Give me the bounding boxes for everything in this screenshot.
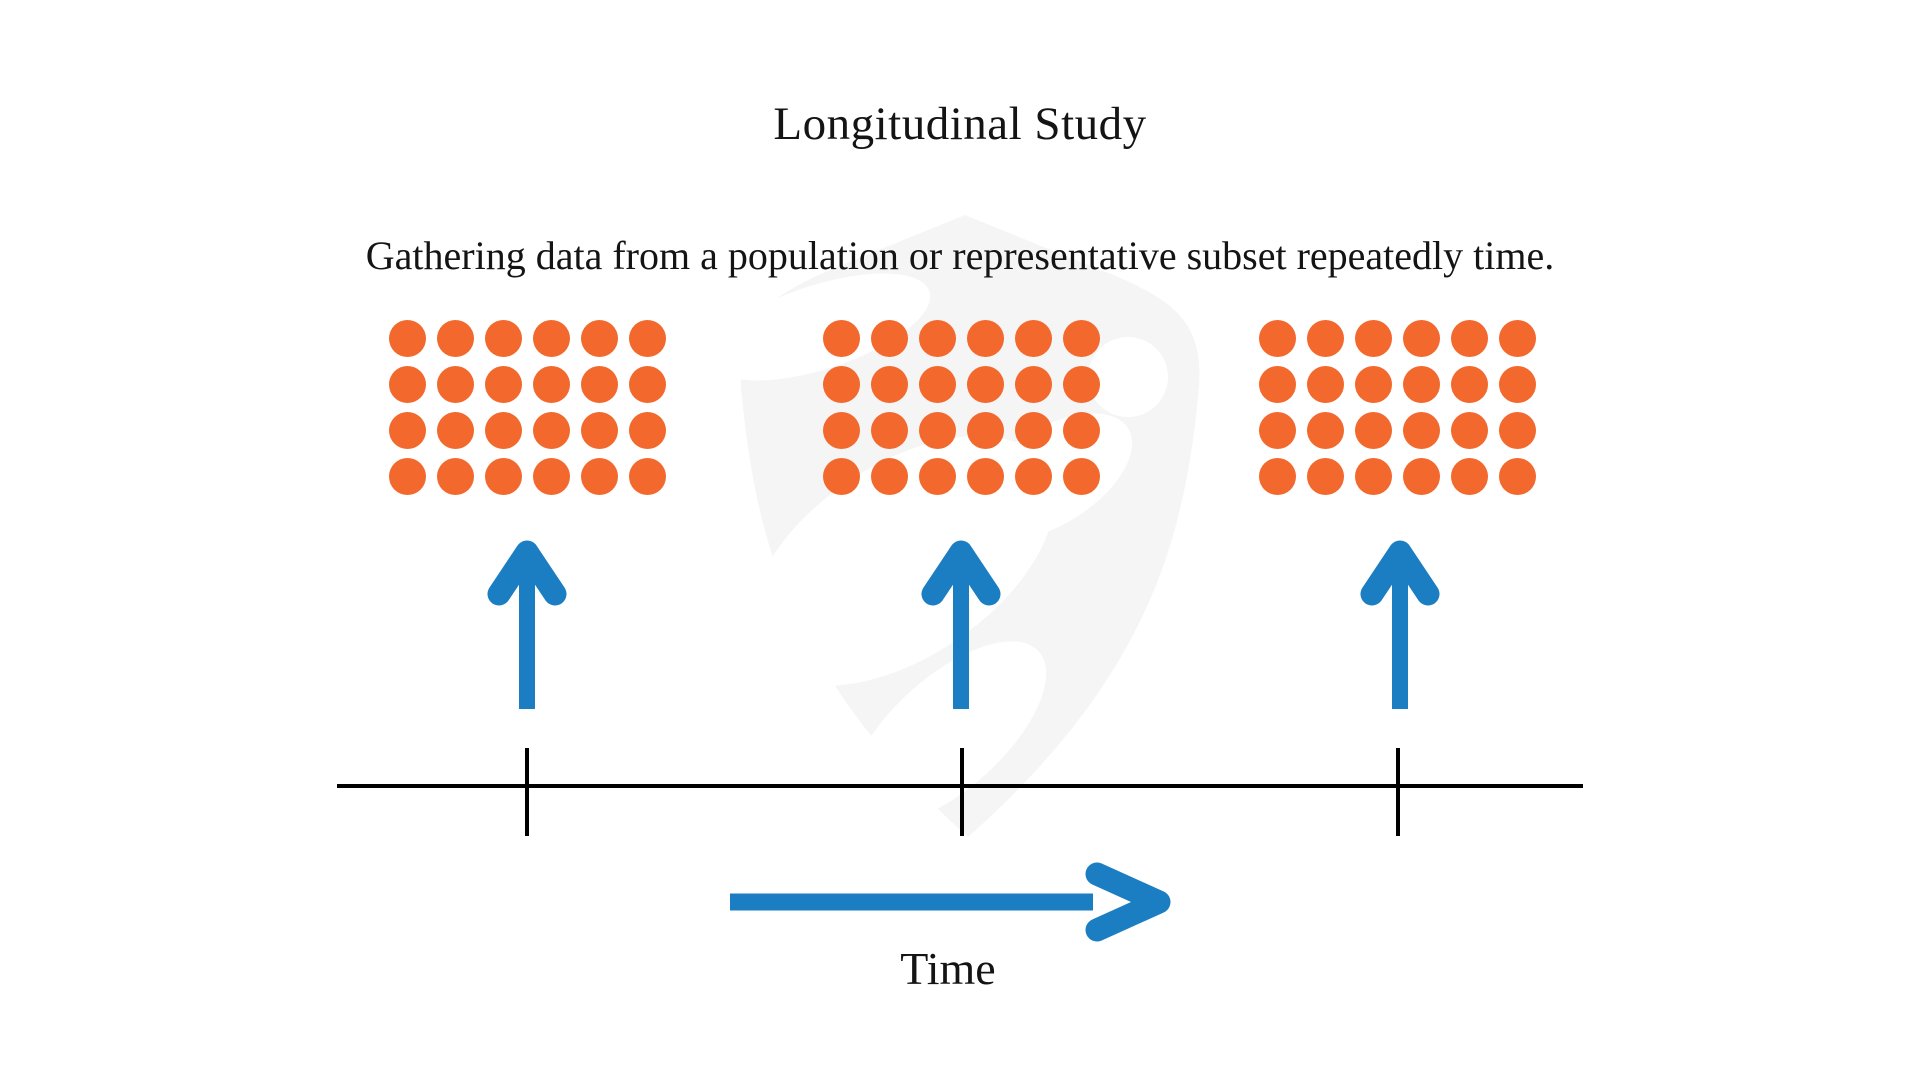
person-dot — [1259, 412, 1296, 449]
person-dot — [1063, 412, 1100, 449]
person-dot — [1403, 412, 1440, 449]
person-dot — [1451, 366, 1488, 403]
person-dot — [485, 412, 522, 449]
person-dot — [919, 366, 956, 403]
person-dot — [629, 412, 666, 449]
person-dot — [485, 320, 522, 357]
person-dot — [437, 366, 474, 403]
person-dot — [1307, 320, 1344, 357]
person-dot — [1259, 458, 1296, 495]
person-dot — [871, 458, 908, 495]
person-dot — [533, 412, 570, 449]
person-dot — [533, 366, 570, 403]
person-dot — [437, 320, 474, 357]
person-dot — [389, 366, 426, 403]
person-dot — [1063, 366, 1100, 403]
person-dot — [1355, 320, 1392, 357]
person-dot — [1259, 366, 1296, 403]
population-dot-grid-3 — [1259, 320, 1536, 495]
person-dot — [533, 458, 570, 495]
person-dot — [437, 458, 474, 495]
person-dot — [1451, 320, 1488, 357]
person-dot — [581, 458, 618, 495]
person-dot — [1355, 366, 1392, 403]
page-title: Longitudinal Study — [773, 98, 1147, 150]
person-dot — [1451, 458, 1488, 495]
sampling-arrow-up-2 — [921, 540, 1001, 709]
person-dot — [437, 412, 474, 449]
person-dot — [1015, 412, 1052, 449]
person-dot — [1355, 412, 1392, 449]
person-dot — [871, 366, 908, 403]
person-dot — [967, 366, 1004, 403]
person-dot — [823, 366, 860, 403]
person-dot — [1499, 412, 1536, 449]
person-dot — [581, 366, 618, 403]
person-dot — [1499, 458, 1536, 495]
person-dot — [629, 458, 666, 495]
person-dot — [871, 412, 908, 449]
person-dot — [1307, 412, 1344, 449]
person-dot — [1451, 412, 1488, 449]
person-dot — [1063, 320, 1100, 357]
person-dot — [1259, 320, 1296, 357]
population-dot-grid-1 — [389, 320, 666, 495]
timeline-tick-3 — [1396, 748, 1400, 836]
person-dot — [1015, 458, 1052, 495]
person-dot — [1063, 458, 1100, 495]
person-dot — [823, 320, 860, 357]
person-dot — [389, 412, 426, 449]
person-dot — [919, 412, 956, 449]
sampling-arrow-up-1 — [487, 540, 567, 709]
person-dot — [1403, 366, 1440, 403]
person-dot — [967, 320, 1004, 357]
person-dot — [533, 320, 570, 357]
person-dot — [871, 320, 908, 357]
person-dot — [485, 458, 522, 495]
timeline-tick-2 — [960, 748, 964, 836]
person-dot — [1499, 366, 1536, 403]
person-dot — [1307, 366, 1344, 403]
timeline-tick-1 — [525, 748, 529, 836]
person-dot — [919, 320, 956, 357]
person-dot — [919, 458, 956, 495]
person-dot — [1355, 458, 1392, 495]
person-dot — [967, 458, 1004, 495]
page-subtitle: Gathering data from a population or repr… — [365, 233, 1555, 278]
person-dot — [1307, 458, 1344, 495]
person-dot — [1499, 320, 1536, 357]
person-dot — [823, 458, 860, 495]
person-dot — [389, 458, 426, 495]
person-dot — [967, 412, 1004, 449]
person-dot — [1403, 458, 1440, 495]
person-dot — [629, 366, 666, 403]
person-dot — [629, 320, 666, 357]
person-dot — [1015, 320, 1052, 357]
person-dot — [581, 320, 618, 357]
time-axis-arrow — [730, 862, 1171, 942]
person-dot — [1015, 366, 1052, 403]
sampling-arrow-up-3 — [1360, 540, 1440, 709]
person-dot — [389, 320, 426, 357]
person-dot — [581, 412, 618, 449]
person-dot — [1403, 320, 1440, 357]
person-dot — [485, 366, 522, 403]
time-axis-label: Time — [900, 943, 996, 994]
person-dot — [823, 412, 860, 449]
population-dot-grid-2 — [823, 320, 1100, 495]
